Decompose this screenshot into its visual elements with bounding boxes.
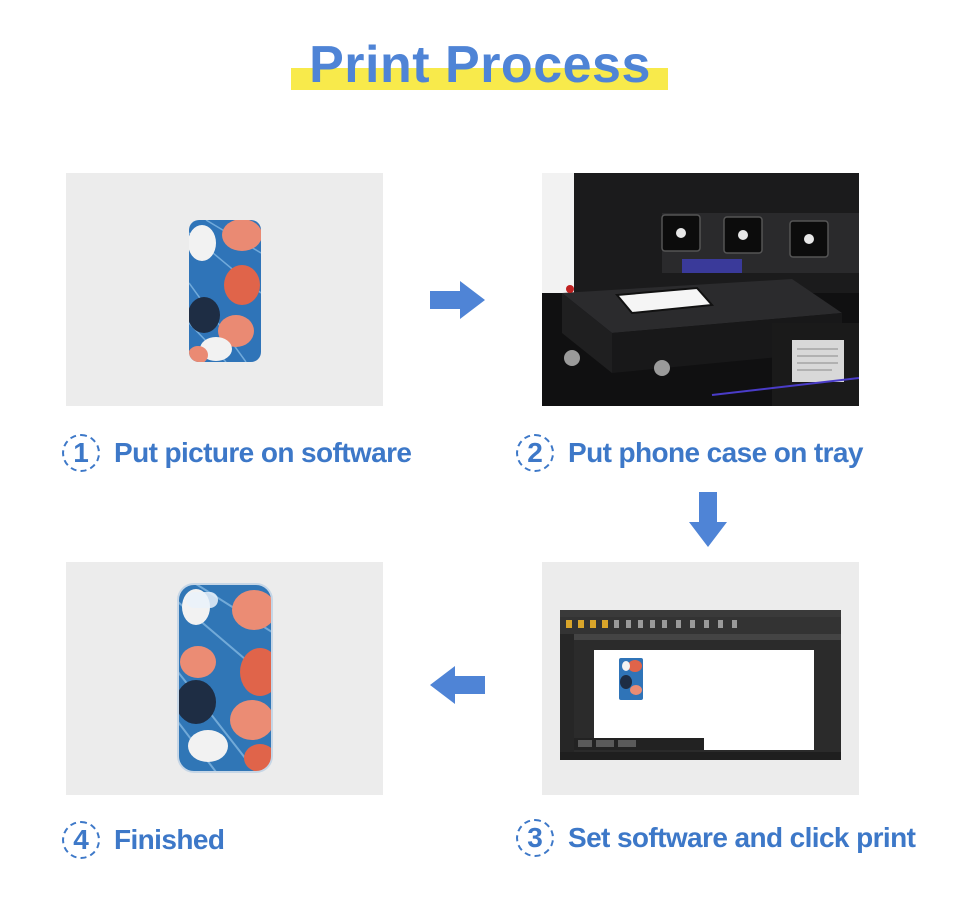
- title-highlight: [291, 68, 668, 90]
- step-2-number: 2: [516, 434, 554, 472]
- arrow-down-icon: [689, 492, 727, 548]
- step-4-image: [66, 562, 383, 795]
- step-3-image: [542, 562, 859, 795]
- title-area: Print Process: [0, 30, 960, 100]
- step-1-text: Put picture on software: [114, 437, 412, 468]
- step-1-number: 1: [62, 434, 100, 472]
- step-3-label: 3 Set software and click print: [516, 818, 916, 858]
- step-4-number: 4: [62, 821, 100, 859]
- step-1-image: [66, 173, 383, 406]
- step-4-label: 4 Finished: [62, 820, 225, 860]
- step-3-number: 3: [516, 819, 554, 857]
- step-3-text: Set software and click print: [568, 822, 916, 853]
- step-1-label: 1 Put picture on software: [62, 433, 412, 473]
- step-2-label: 2 Put phone case on tray: [516, 433, 863, 473]
- arrow-left-icon: [430, 666, 486, 704]
- step-2-image: [542, 173, 859, 406]
- step-2-text: Put phone case on tray: [568, 437, 863, 468]
- arrow-right-icon: [430, 281, 486, 319]
- page-title: Print Process: [309, 36, 651, 94]
- step-4-text: Finished: [114, 824, 225, 855]
